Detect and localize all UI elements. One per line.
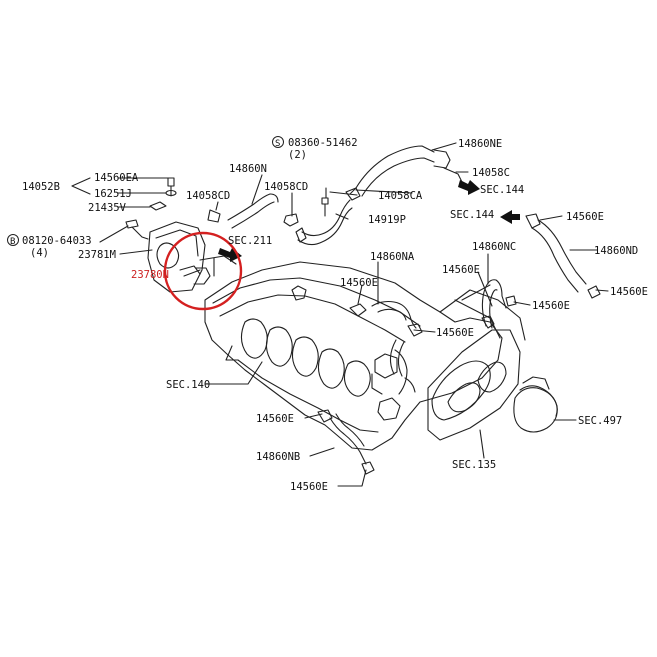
label-sec144-a: SEC.144: [480, 184, 524, 196]
label-14052B: 14052B: [22, 181, 60, 193]
label-14058CD-left: 14058CD: [186, 190, 230, 202]
label-21435V: 21435V: [88, 202, 127, 214]
label-08360-51462: 08360-51462: [288, 137, 358, 149]
label-23781M: 23781M: [78, 249, 116, 261]
label-14860NA: 14860NA: [370, 251, 415, 263]
bolt-symbol-circle: [7, 234, 19, 246]
label-14560E-na: 14560E: [340, 277, 378, 289]
label-23780N: 23780N: [131, 269, 169, 281]
label-08120-qty: (4): [30, 247, 49, 259]
bolt-symbol-letter: B: [10, 237, 15, 247]
label-14860NE: 14860NE: [458, 138, 502, 150]
label-16251J: 16251J: [94, 188, 132, 200]
label-14560E-mid: 14560E: [436, 327, 474, 339]
highlight-circle: [163, 231, 243, 311]
label-14560E-far: 14560E: [610, 286, 648, 298]
label-14560EA: 14560EA: [94, 172, 139, 184]
arrow-to-sec144-a: [458, 180, 480, 195]
label-sec144-b: SEC.144: [450, 209, 494, 221]
screw-symbol-letter: S: [275, 139, 280, 149]
label-14860NC: 14860NC: [472, 241, 516, 253]
label-14560E-nc: 14560E: [442, 264, 480, 276]
part-labels: 14052B 14560EA 16251J 21435V B 08120-640…: [10, 137, 648, 493]
label-sec497: SEC.497: [578, 415, 622, 427]
label-sec135: SEC.135: [452, 459, 496, 471]
label-14860N: 14860N: [229, 163, 267, 175]
label-14058CD-right: 14058CD: [264, 181, 308, 193]
intake-manifold-drawing: [71, 142, 609, 487]
label-sec140: SEC.140: [166, 379, 210, 391]
arrow-to-sec144-b: [500, 210, 520, 224]
label-14058CA: 14058CA: [378, 190, 423, 202]
label-14860NB: 14860NB: [256, 451, 300, 463]
label-14560E-right: 14560E: [532, 300, 570, 312]
section-labels: SEC.211 SEC.144 SEC.144 SEC.140 SEC.135 …: [166, 184, 622, 471]
label-sec211: SEC.211: [228, 235, 272, 247]
label-14560E-low: 14560E: [256, 413, 294, 425]
label-08360-qty: (2): [288, 149, 307, 161]
label-14919P: 14919P: [368, 214, 406, 226]
label-14560E-top: 14560E: [566, 211, 604, 223]
label-14058C: 14058C: [472, 167, 510, 179]
screw-symbol-circle: [272, 136, 284, 148]
label-14860ND: 14860ND: [594, 245, 638, 257]
label-08120-64033: 08120-64033: [22, 235, 92, 247]
label-14560E-bottom: 14560E: [290, 481, 328, 493]
